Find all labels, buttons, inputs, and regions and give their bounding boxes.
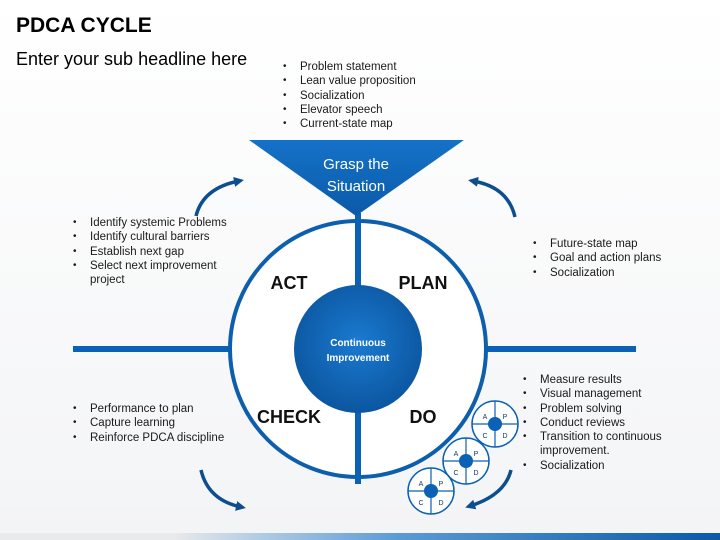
list-item: Visual management [520,387,680,402]
list-item: Socialization [530,266,710,281]
mini-pdca-icon-3: A P C D [407,467,455,515]
list-item: Problem solving [520,402,680,417]
arrow-top-right-icon [468,176,517,218]
list-item: Socialization [520,459,680,474]
list-item: Elevator speech [280,103,460,118]
mini-1-d: D [502,433,507,440]
check-bullet-list: Performance to plan Capture learning Rei… [70,402,250,445]
list-item: Socialization [280,89,460,104]
mini-2-d: D [473,470,478,477]
list-item: Select next improvement project [70,259,230,288]
funnel-label-line2: Situation [327,178,385,195]
quadrant-plan-label: PLAN [399,273,448,293]
plan-bullet-list: Future-state map Goal and action plans S… [530,237,710,280]
page-title: PDCA CYCLE [16,14,152,37]
quadrant-do-label: DO [410,407,437,427]
mini-2-p: P [474,451,479,458]
mini-2-a: A [454,451,459,458]
list-item: Identify systemic Problems [70,216,230,231]
list-item: Conduct reviews [520,416,680,431]
list-item: Current-state map [280,117,460,132]
list-item: Capture learning [70,416,250,431]
grasp-funnel [249,140,464,216]
quadrant-act-label: ACT [271,273,308,293]
mini-3-c: C [418,500,423,507]
mini-pdca-icon-2: A P C D [442,437,490,485]
list-item: Establish next gap [70,245,230,260]
list-item: Measure results [520,373,680,388]
quadrant-check-label: CHECK [257,407,321,427]
mini-3-p: P [439,481,444,488]
page-subtitle: Enter your sub headline here [16,49,248,69]
list-item: Performance to plan [70,402,250,417]
mini-2-c: C [453,470,458,477]
mini-3-a: A [419,481,424,488]
arrow-top-left-icon [194,177,244,217]
center-label-line2: Improvement [327,353,390,364]
center-circle [294,285,422,413]
mini-3-d: D [438,500,443,507]
list-item: Transition to continuous improvement. [520,430,680,459]
footer-gradient-bar [0,533,720,540]
list-item: Reinforce PDCA discipline [70,431,250,446]
grasp-bullet-list: Problem statement Lean value proposition… [280,60,460,132]
center-label-line1: Continuous [330,338,386,349]
list-item: Problem statement [280,60,460,75]
funnel-label-line1: Grasp the [323,156,389,173]
mini-1-a: A [483,414,488,421]
act-bullet-list: Identify systemic Problems Identify cult… [70,216,230,287]
mini-1-p: P [503,414,508,421]
do-bullet-list: Measure results Visual management Proble… [520,373,680,473]
mini-1-c: C [482,433,487,440]
arrow-bottom-right-icon [465,469,513,510]
list-item: Future-state map [530,237,710,252]
list-item: Goal and action plans [530,251,710,266]
list-item: Lean value proposition [280,74,460,89]
list-item: Identify cultural barriers [70,230,230,245]
arrow-bottom-left-icon [199,469,246,511]
mini-pdca-icon-1: A P C D [471,400,519,448]
